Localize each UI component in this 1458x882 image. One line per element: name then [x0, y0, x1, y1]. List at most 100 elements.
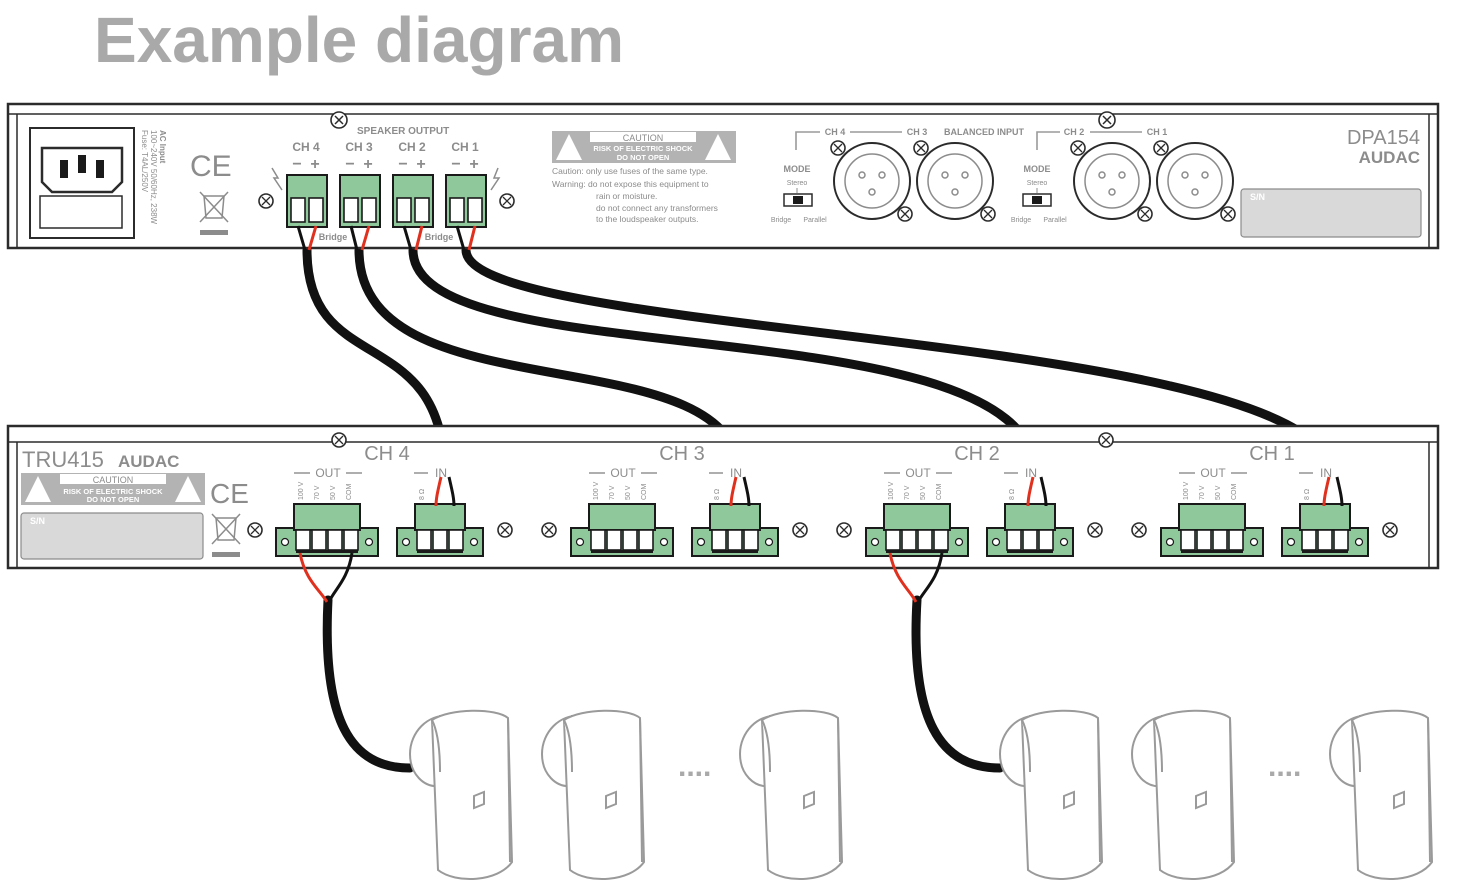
- xlr-input-ch3[interactable]: [916, 142, 994, 220]
- svg-text:8 Ω: 8 Ω: [714, 489, 721, 500]
- svg-text:COM: COM: [346, 484, 353, 501]
- speaker-icon: [409, 709, 513, 881]
- speaker-icon: [999, 709, 1103, 881]
- svg-text:Fuse: T4AL/250V: Fuse: T4AL/250V: [140, 130, 149, 193]
- svg-text:Caution: only use fuses of the: Caution: only use fuses of the same type…: [552, 166, 708, 176]
- svg-text:to the loudspeaker outputs.: to the loudspeaker outputs.: [596, 214, 699, 224]
- speaker-output-label: SPEAKER OUTPUT: [357, 126, 449, 137]
- svg-text:8 Ω: 8 Ω: [1009, 489, 1016, 500]
- caution-label: CAUTION RISK OF ELECTRIC SHOCK DO NOT OP…: [552, 131, 736, 163]
- transformer-channel-ch2: CH 2 OUT IN 100 V 70 V 50 V COM 8 Ω: [884, 443, 1037, 500]
- svg-text:100 V: 100 V: [1183, 481, 1190, 500]
- svg-text:100 V: 100 V: [888, 481, 895, 500]
- svg-text:DO NOT OPEN: DO NOT OPEN: [87, 495, 140, 504]
- amp-channel-label: CH 1: [451, 140, 479, 154]
- transformer-channel-label: CH 2: [954, 443, 1000, 465]
- transformer-channel-label: CH 4: [364, 443, 410, 465]
- svg-text:+: +: [363, 156, 372, 173]
- transformer-model: TRU415: [22, 447, 104, 472]
- svg-text:100 V: 100 V: [593, 481, 600, 500]
- ellipsis: ....: [678, 750, 711, 783]
- amp-output-terminal[interactable]: [392, 174, 434, 228]
- transformer-serial-label: S/N: [30, 516, 45, 526]
- svg-text:Parallel: Parallel: [1043, 217, 1067, 224]
- svg-text:Parallel: Parallel: [803, 217, 827, 224]
- svg-text:8 Ω: 8 Ω: [1304, 489, 1311, 500]
- warning-text: Caution: only use fuses of the same type…: [552, 166, 718, 224]
- svg-text:CAUTION: CAUTION: [623, 133, 664, 143]
- serial-number-plate: [1240, 188, 1422, 238]
- in-label: IN: [435, 466, 447, 480]
- amp-input-channel-label: CH 4: [825, 127, 846, 137]
- transformer-rear-panel: TRU415 AUDAC CAUTION RISK OF ELECTRIC SH…: [6, 424, 1440, 603]
- weee-bin-icon: [199, 191, 229, 235]
- amplifier-brand: AUDAC: [1359, 148, 1420, 167]
- cable-ch2: [408, 245, 1042, 483]
- high-voltage-icon: [271, 167, 283, 191]
- svg-text:CAUTION: CAUTION: [93, 475, 134, 485]
- svg-text:Warning: do not expose this eq: Warning: do not expose this equipment to: [552, 179, 709, 189]
- svg-text:Bridge: Bridge: [771, 217, 791, 224]
- transformer-to-speaker-cables: [322, 595, 1005, 773]
- mode-switch-ch1-ch2[interactable]: MODE Stereo Bridge Parallel: [1011, 164, 1067, 224]
- serial-number-label: S/N: [1250, 192, 1265, 202]
- transformer-channel-ch1: CH 1 OUT IN 100 V 70 V 50 V COM 8 Ω: [1179, 443, 1332, 500]
- svg-text:70 V: 70 V: [609, 485, 616, 500]
- mode-switch-ch3-ch4[interactable]: MODE Stereo Bridge Parallel: [771, 164, 827, 224]
- out-label: OUT: [905, 466, 931, 480]
- svg-text:RISK OF ELECTRIC SHOCK: RISK OF ELECTRIC SHOCK: [63, 487, 163, 496]
- transformer-caution-label: CAUTION RISK OF ELECTRIC SHOCK DO NOT OP…: [21, 473, 205, 505]
- amplifier-model: DPA154: [1347, 127, 1420, 149]
- svg-text:Bridge: Bridge: [1011, 217, 1031, 224]
- in-label: IN: [1320, 466, 1332, 480]
- mode-label: MODE: [784, 164, 811, 174]
- out-label: OUT: [315, 466, 341, 480]
- svg-text:50 V: 50 V: [330, 485, 337, 500]
- svg-text:50 V: 50 V: [625, 485, 632, 500]
- speaker-icon: [1131, 709, 1235, 881]
- svg-text:50 V: 50 V: [1215, 485, 1222, 500]
- speaker-cable-ch4: [322, 595, 415, 773]
- amp-output-terminal[interactable]: [286, 174, 328, 228]
- diagram-title: Example diagram: [94, 4, 624, 76]
- amp-input-channel-label: CH 2: [1064, 127, 1085, 137]
- ac-inlet[interactable]: [29, 127, 135, 239]
- svg-text:DO NOT OPEN: DO NOT OPEN: [617, 153, 670, 162]
- transformer-channel-label: CH 1: [1249, 443, 1295, 465]
- out-terminal-wires: [298, 552, 944, 603]
- svg-text:Stereo: Stereo: [787, 180, 808, 187]
- xlr-input-ch1[interactable]: [1156, 142, 1234, 220]
- high-voltage-icon: [490, 167, 501, 191]
- amp-input-channel-label: CH 1: [1147, 127, 1168, 137]
- speaker-cable-ch2: [911, 595, 1005, 773]
- out-label: OUT: [610, 466, 636, 480]
- svg-text:70 V: 70 V: [904, 485, 911, 500]
- mode-label: MODE: [1024, 164, 1051, 174]
- transformer-serial-plate: [20, 512, 204, 560]
- amp-output-terminal[interactable]: [339, 174, 381, 228]
- svg-text:100~240V 50/60Hz, 238W: 100~240V 50/60Hz, 238W: [149, 130, 158, 225]
- ce-mark: CE: [190, 150, 232, 183]
- transformer-channel-ch3: CH 3 OUT IN 100 V 70 V 50 V COM 8 Ω: [589, 443, 742, 500]
- svg-text:do not connect any transformer: do not connect any transformers: [596, 203, 718, 213]
- out-label: OUT: [1200, 466, 1226, 480]
- svg-text:−: −: [451, 156, 460, 173]
- svg-text:AC Input: AC Input: [158, 130, 167, 164]
- speaker-icon: [739, 709, 843, 881]
- amp-terminal-wires: [296, 225, 477, 251]
- weee-bin-icon: [211, 513, 241, 557]
- rack-screw: [1098, 111, 1116, 129]
- xlr-input-ch4[interactable]: [833, 142, 911, 220]
- in-label: IN: [1025, 466, 1037, 480]
- bridge-label: Bridge: [425, 232, 454, 242]
- svg-text:+: +: [310, 156, 319, 173]
- amp-channel-label: CH 2: [398, 140, 426, 154]
- svg-text:70 V: 70 V: [1199, 485, 1206, 500]
- xlr-input-ch2[interactable]: [1073, 142, 1151, 220]
- rack-screw: [330, 111, 348, 129]
- amp-channel-label: CH 3: [345, 140, 373, 154]
- balanced-input-label: BALANCED INPUT: [944, 127, 1025, 137]
- transformer-channel-ch4: CH 4 OUT IN 100 V 70 V 50 V COM 8 Ω: [294, 443, 447, 500]
- amp-output-terminal[interactable]: [445, 174, 487, 228]
- amp-channel-label: CH 4: [292, 140, 320, 154]
